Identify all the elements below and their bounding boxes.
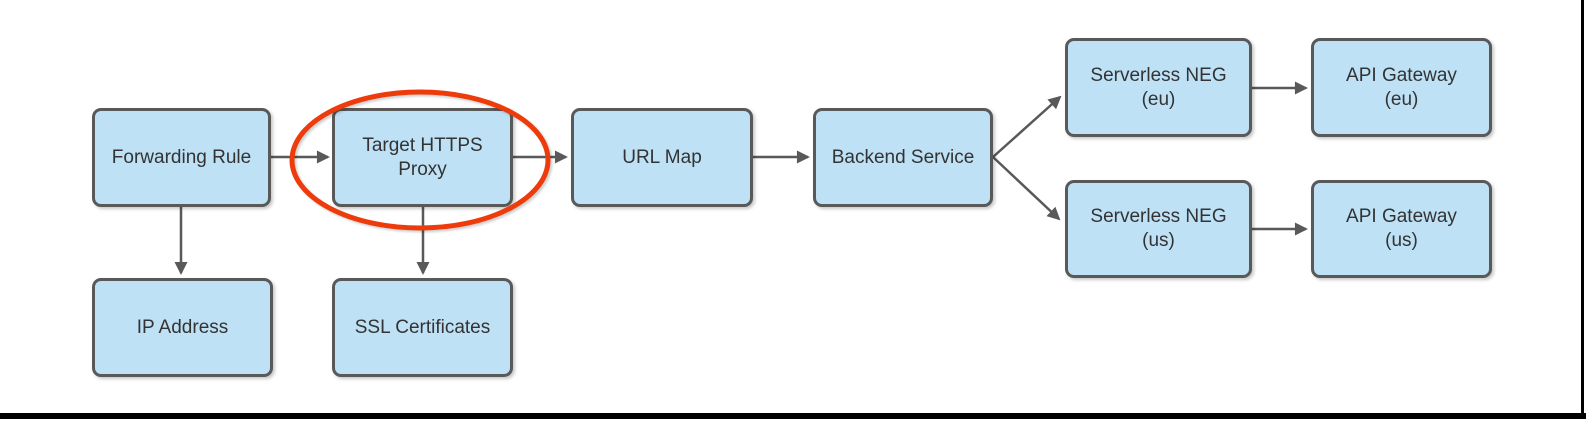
node-forwarding-rule: Forwarding Rule bbox=[92, 108, 271, 207]
node-serverless-neg-us: Serverless NEG (us) bbox=[1065, 180, 1252, 278]
node-api-gateway-eu: API Gateway (eu) bbox=[1311, 38, 1492, 137]
node-ssl-certificates: SSL Certificates bbox=[332, 278, 513, 377]
node-label: SSL Certificates bbox=[354, 316, 491, 338]
node-label: API Gateway (eu) bbox=[1346, 64, 1457, 110]
node-label: Backend Service bbox=[831, 146, 975, 168]
node-label: IP Address bbox=[136, 316, 229, 338]
node-label: Target HTTPS Proxy bbox=[362, 134, 483, 180]
node-label: Serverless NEG (us) bbox=[1090, 206, 1227, 251]
frame-right-border bbox=[1581, 0, 1584, 419]
edge-backend-service-to-serverless-neg-us bbox=[992, 156, 1061, 221]
frame-bottom-border bbox=[0, 413, 1586, 419]
node-ip-address: IP Address bbox=[92, 278, 273, 377]
edge-backend-service-to-serverless-neg-eu bbox=[992, 95, 1062, 158]
node-label: URL Map bbox=[622, 146, 702, 168]
node-label: API Gateway (us) bbox=[1346, 206, 1457, 251]
node-backend-service: Backend Service bbox=[813, 108, 993, 207]
node-target-https-proxy: Target HTTPS Proxy bbox=[332, 108, 513, 207]
node-serverless-neg-eu: Serverless NEG (eu) bbox=[1065, 38, 1252, 137]
node-api-gateway-us: API Gateway (us) bbox=[1311, 180, 1492, 278]
node-label: Serverless NEG (eu) bbox=[1090, 64, 1227, 110]
node-label: Forwarding Rule bbox=[111, 146, 252, 168]
node-url-map: URL Map bbox=[571, 108, 753, 207]
